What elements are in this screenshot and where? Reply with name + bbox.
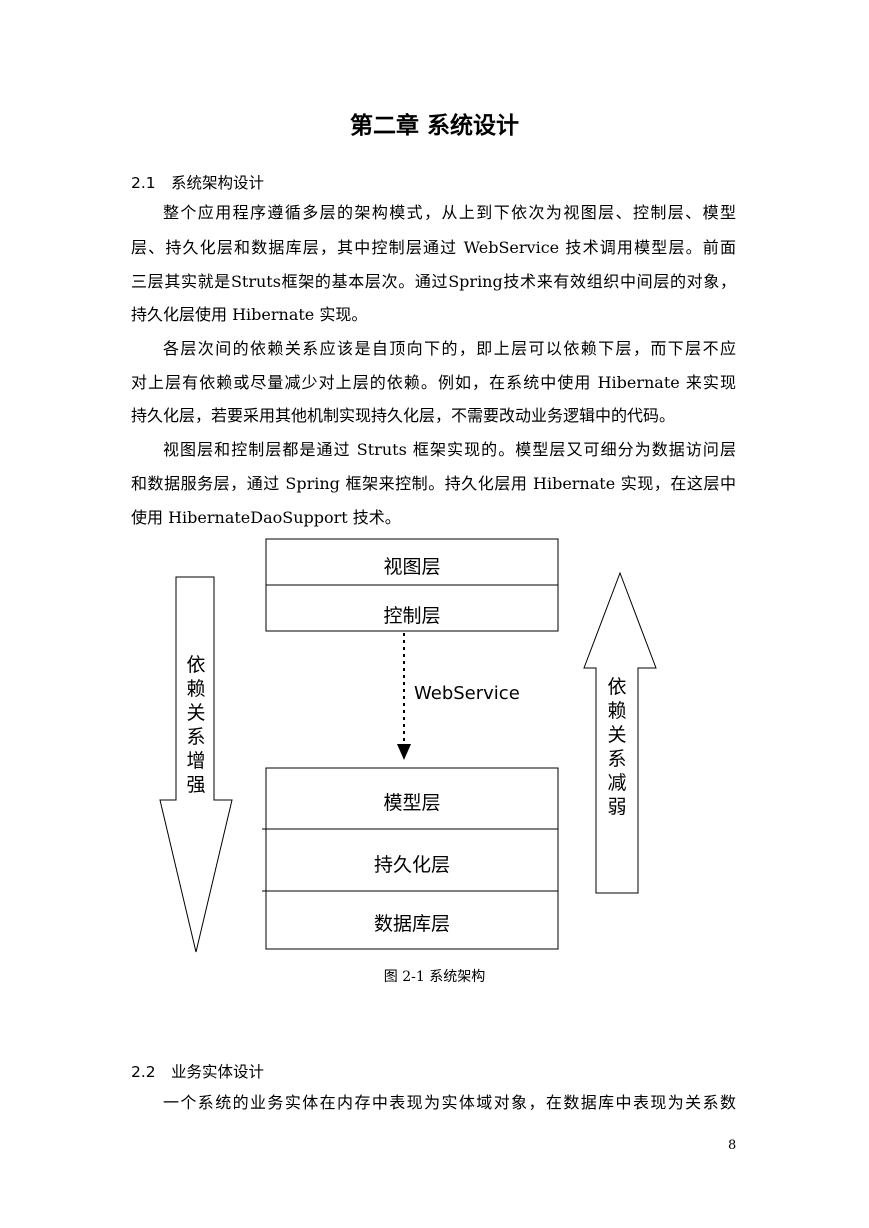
label-char: 弱 (607, 796, 627, 818)
paragraph-line: 一个系统的业务实体在内存中表现为实体域对象，在数据库中表现为关系数 (163, 1093, 736, 1112)
paragraph-line: 各层次间的依赖关系应该是自顶向下的，即上层可以依赖下层，而下层不应 (163, 339, 736, 358)
layer-database: 数据库层 (373, 913, 450, 935)
left-arrow-label: 依 赖 关 系 增 强 (181, 653, 211, 797)
label-char: 增 (186, 750, 206, 772)
connector-arrowhead (397, 744, 411, 760)
paragraph-line: 层、持久化层和数据库层，其中控制层通过 WebService 技术调用模型层。前… (131, 238, 736, 257)
webservice-label: WebService (414, 683, 520, 704)
paragraph-line: 使用 HibernateDaoSupport 技术。 (131, 508, 401, 527)
label-char: 关 (186, 702, 206, 724)
label-char: 关 (607, 724, 627, 746)
paragraph-line: 整个应用程序遵循多层的架构模式，从上到下依次为视图层、控制层、模型 (163, 203, 736, 222)
layer-controller: 控制层 (383, 605, 441, 627)
label-char: 赖 (607, 700, 627, 722)
paragraph-line: 视图层和控制层都是通过 Struts 框架实现的。模型层又可细分为数据访问层 (163, 440, 736, 459)
paragraph-line: 对上层有依赖或尽量减少对上层的依赖。例如，在系统中使用 Hibernate 来实… (131, 373, 736, 392)
section-heading-2-2: 2.2 业务实体设计 (131, 1060, 264, 1082)
label-char: 依 (607, 676, 627, 698)
paragraph-line: 和数据服务层，通过 Spring 框架来控制。持久化层用 Hibernate 实… (131, 474, 736, 493)
chapter-title: 第二章 系统设计 (349, 113, 519, 139)
right-arrow-label: 依 赖 关 系 减 弱 (602, 675, 632, 819)
paragraph-line: 持久化层，若要采用其他机制实现持久化层，不需要改动业务逻辑中的代码。 (131, 406, 676, 425)
label-char: 依 (186, 654, 206, 676)
paragraph-line: 持久化层使用 Hibernate 实现。 (131, 305, 368, 324)
figure-caption: 图 2-1 系统架构 (383, 969, 486, 985)
page-number: 8 (728, 1138, 737, 1153)
label-char: 减 (607, 772, 627, 794)
layer-model: 模型层 (383, 792, 441, 814)
label-char: 赖 (186, 678, 206, 700)
section-number: 2.2 (131, 1063, 156, 1081)
label-char: 强 (186, 774, 206, 796)
section-title: 系统架构设计 (171, 174, 265, 192)
layer-persistence: 持久化层 (373, 854, 450, 876)
section-heading-2-1: 2.1 系统架构设计 (131, 171, 264, 193)
section-title: 业务实体设计 (171, 1063, 265, 1081)
paragraph-line: 三层其实就是Struts框架的基本层次。通过Spring技术来有效组织中间层的对… (131, 272, 736, 291)
section-number: 2.1 (131, 174, 156, 192)
layer-view: 视图层 (383, 556, 441, 578)
label-char: 系 (186, 726, 206, 748)
label-char: 系 (607, 748, 627, 770)
